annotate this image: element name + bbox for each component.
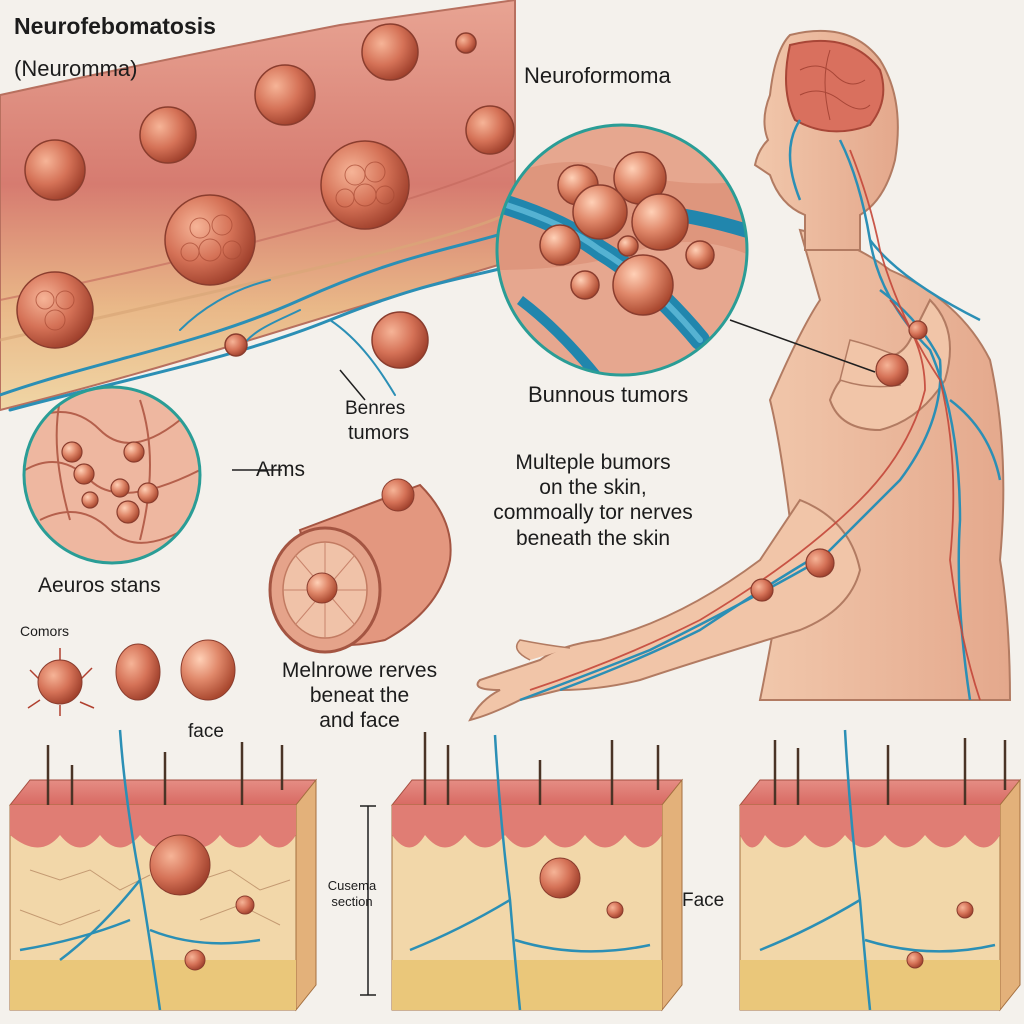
title: Neurofebomatosis (14, 13, 216, 39)
tumor-texture (35, 161, 395, 331)
melnrowe-line-2: beneat the (309, 684, 410, 708)
person-figure (468, 29, 1012, 722)
benres-label: Benres (345, 398, 406, 419)
description-line-1: Multeple bumors (515, 451, 671, 474)
skin-block-left (8, 729, 318, 1012)
neurofibroma-magnifier (495, 123, 749, 377)
melnrowe-line-3: and face (319, 709, 400, 733)
face-right-label: Face (682, 890, 725, 911)
leader-lines (232, 319, 876, 996)
skin-magnifier-left (22, 385, 202, 565)
comors-label: Comors (20, 623, 70, 639)
tumors-label: tumors (348, 422, 410, 444)
description-line-4: beneath the skin (515, 526, 671, 550)
melnrowe-block: Melnrowe rerves beneat the and face (252, 658, 467, 734)
section-line-1: Cusema (327, 878, 377, 893)
aeuros-stans-label: Aeuros stans (38, 574, 161, 597)
section-label: Cusema section (312, 878, 392, 911)
melnrowe-line-1: Melnrowe rerves (281, 659, 438, 682)
description-line-3: commoally tor nerves (493, 501, 693, 525)
tumor-samples (27, 639, 236, 716)
nerve-cross-section (268, 478, 452, 654)
skin-block-right (738, 729, 1022, 1012)
description-block: Multeple bumors on the skin, commoally t… (458, 450, 728, 551)
section-line-2: section (331, 894, 373, 910)
face-small-label: face (188, 721, 224, 742)
band-tumors (16, 23, 515, 369)
neurofibroma-label: Neuroformoma (524, 63, 671, 88)
tissue-band (0, 0, 516, 412)
description-line-2: on the skin, (539, 476, 647, 500)
arms-label: Arms (256, 458, 305, 481)
bunnous-tumors-label: Bunnous tumors (528, 382, 689, 407)
skin-block-middle (390, 732, 684, 1012)
subtitle: (Neuromma) (14, 56, 138, 81)
